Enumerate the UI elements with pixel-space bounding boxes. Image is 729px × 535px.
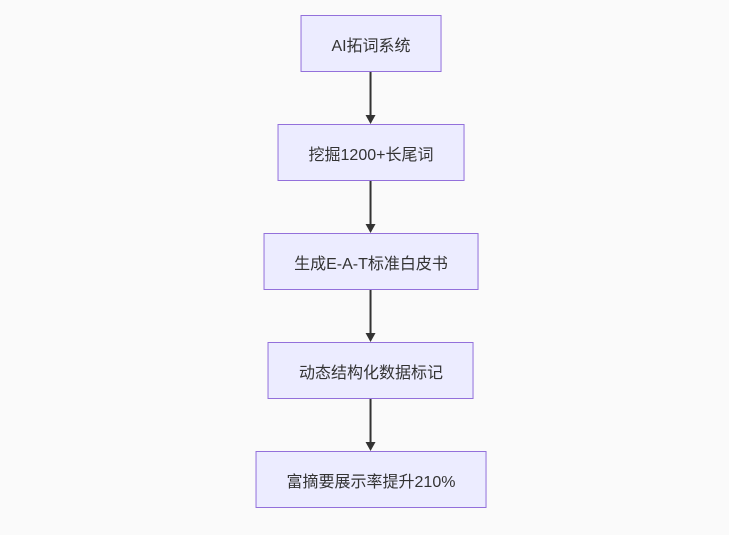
arrowhead-icon	[366, 333, 376, 342]
flow-node-ai-system: AI拓词系统	[300, 15, 442, 72]
arrowhead-icon	[366, 442, 376, 451]
arrow-line	[370, 72, 372, 116]
flow-node-longtail-mining: 挖掘1200+长尾词	[277, 124, 465, 181]
flow-node-structured-data: 动态结构化数据标记	[267, 342, 474, 399]
flow-node-label: 生成E-A-T标准白皮书	[294, 255, 448, 273]
flow-node-label: 挖掘1200+长尾词	[308, 146, 434, 164]
arrow-down	[366, 290, 376, 342]
arrow-down	[366, 399, 376, 451]
arrow-down	[366, 181, 376, 233]
flow-node-label: 富摘要展示率提升210%	[286, 473, 456, 491]
arrow-line	[370, 181, 372, 225]
flow-node-label: AI拓词系统	[331, 37, 411, 55]
arrow-line	[370, 399, 372, 443]
flow-node-rich-snippet-result: 富摘要展示率提升210%	[255, 451, 487, 508]
arrowhead-icon	[366, 115, 376, 124]
arrow-down	[366, 72, 376, 124]
flow-node-label: 动态结构化数据标记	[298, 364, 443, 382]
arrow-line	[370, 290, 372, 334]
arrowhead-icon	[366, 224, 376, 233]
flowchart-column: AI拓词系统 挖掘1200+长尾词 生成E-A-T标准白皮书 动态结构化数据标记	[255, 15, 487, 508]
flow-node-eat-whitepaper: 生成E-A-T标准白皮书	[263, 233, 479, 290]
